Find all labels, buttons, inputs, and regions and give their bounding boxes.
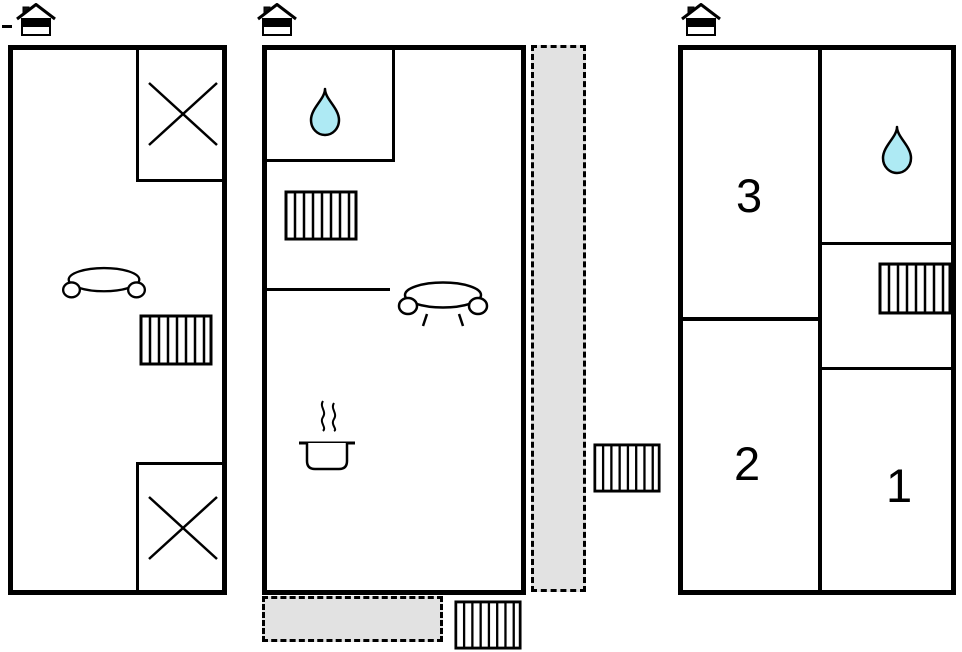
inner-wall	[136, 462, 227, 465]
house-icon	[16, 3, 56, 37]
inner-wall	[392, 45, 395, 162]
inner-wall	[262, 159, 395, 162]
sofa-icon	[60, 262, 148, 314]
water-drop-icon	[880, 124, 914, 176]
radiator-icon	[139, 314, 213, 366]
terrace-area-bottom	[262, 596, 443, 642]
cross-symbol-icon	[146, 80, 220, 148]
inner-wall	[136, 179, 227, 182]
cooking-pot-icon	[293, 398, 361, 476]
room-1-label: 1	[886, 459, 913, 512]
terrace-area-right	[531, 45, 586, 592]
water-drop-icon	[308, 86, 342, 138]
inner-wall	[136, 462, 139, 595]
inner-wall	[262, 288, 390, 291]
radiator-icon	[284, 190, 358, 241]
inner-wall	[818, 242, 956, 245]
sofa-icon	[397, 276, 489, 332]
room-3-label: 3	[736, 169, 763, 222]
radiator-icon	[593, 443, 661, 493]
level-marker-dash	[2, 25, 12, 28]
house-icon	[257, 3, 297, 37]
inner-wall	[136, 45, 139, 182]
radiator-icon	[878, 262, 952, 315]
room-2-label: 2	[734, 437, 761, 490]
cross-symbol-icon	[146, 494, 220, 562]
inner-wall	[678, 317, 822, 321]
house-icon	[681, 3, 721, 37]
inner-wall	[818, 367, 956, 370]
radiator-icon	[454, 600, 522, 650]
